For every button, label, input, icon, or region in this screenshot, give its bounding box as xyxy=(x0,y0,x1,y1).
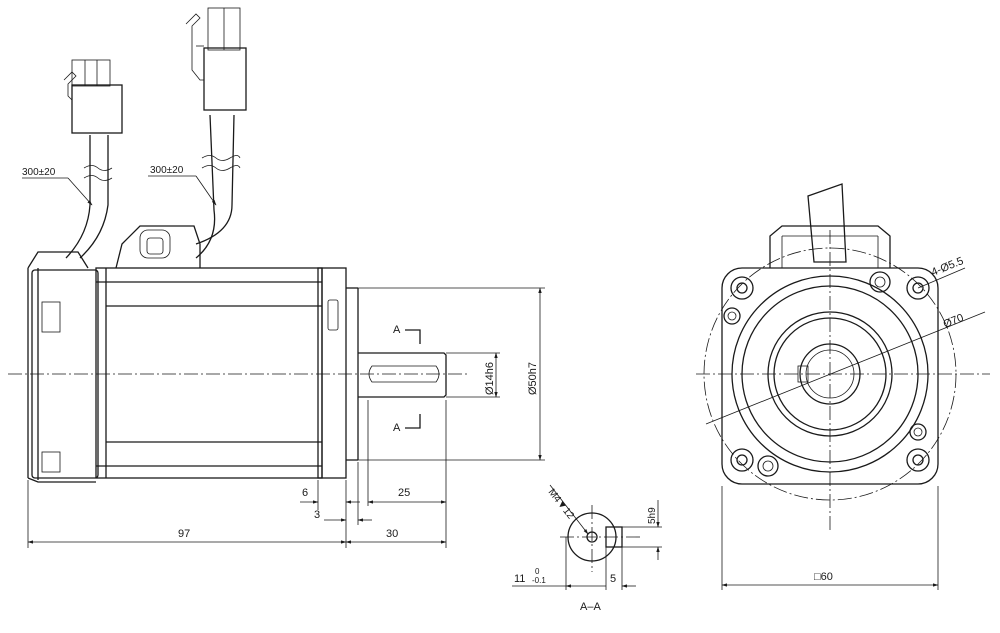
front-cable-gland xyxy=(769,183,891,268)
key-depth-base: 11 xyxy=(514,573,525,585)
key-depth-upper-tol: 0 xyxy=(535,567,540,576)
svg-text:A: A xyxy=(393,324,401,336)
power-cable xyxy=(185,7,247,259)
body-length-dim: 97 xyxy=(178,528,190,540)
pcd-circle xyxy=(703,247,957,501)
pcd-dim: Ø70 xyxy=(942,312,966,331)
cable-gland xyxy=(115,225,201,269)
flange-square xyxy=(721,267,939,485)
section-label: A–A xyxy=(580,601,601,613)
key-length-dim: 25 xyxy=(398,487,410,499)
mount-hole-bl xyxy=(730,448,754,472)
encoder-cable xyxy=(63,59,123,259)
shaft xyxy=(358,352,447,398)
mount-hole-tr xyxy=(906,276,930,300)
section-view: M4▼12 5h9 11 0 -0.1 5 A–A xyxy=(512,484,662,613)
cable-left-dim: 300±20 xyxy=(22,167,56,178)
flange xyxy=(317,267,359,479)
shaft-diameter-dim: Ø14h6 xyxy=(484,362,496,395)
motor-body xyxy=(95,267,323,479)
key-width-dim: 5h9 xyxy=(647,507,658,524)
front-view: 4-Ø5.5 Ø70 □60 xyxy=(696,183,990,590)
rear-cover xyxy=(27,251,99,483)
side-view: 300±20 300±20 A A Ø14h6 Ø50h7 xyxy=(8,7,545,548)
svg-text:A: A xyxy=(393,422,401,434)
mount-hole-br xyxy=(906,448,930,472)
flange-thickness-dim: 6 xyxy=(302,487,308,499)
spigot-diameter-dim: Ø50h7 xyxy=(527,362,539,395)
shaft-length-dim: 30 xyxy=(386,528,398,540)
cable-right-dim: 300±20 xyxy=(150,165,184,176)
key-depth-lower-tol: -0.1 xyxy=(532,576,546,585)
spigot-depth-dim: 3 xyxy=(314,509,320,521)
tapped-hole-dim: M4▼12 xyxy=(546,487,576,522)
key-offset-dim: 5 xyxy=(610,573,616,585)
section-marker-bottom: A xyxy=(393,414,421,434)
mount-hole-tl xyxy=(730,276,754,300)
flange-square-dim: □60 xyxy=(814,571,833,583)
section-marker-top: A xyxy=(393,324,421,344)
